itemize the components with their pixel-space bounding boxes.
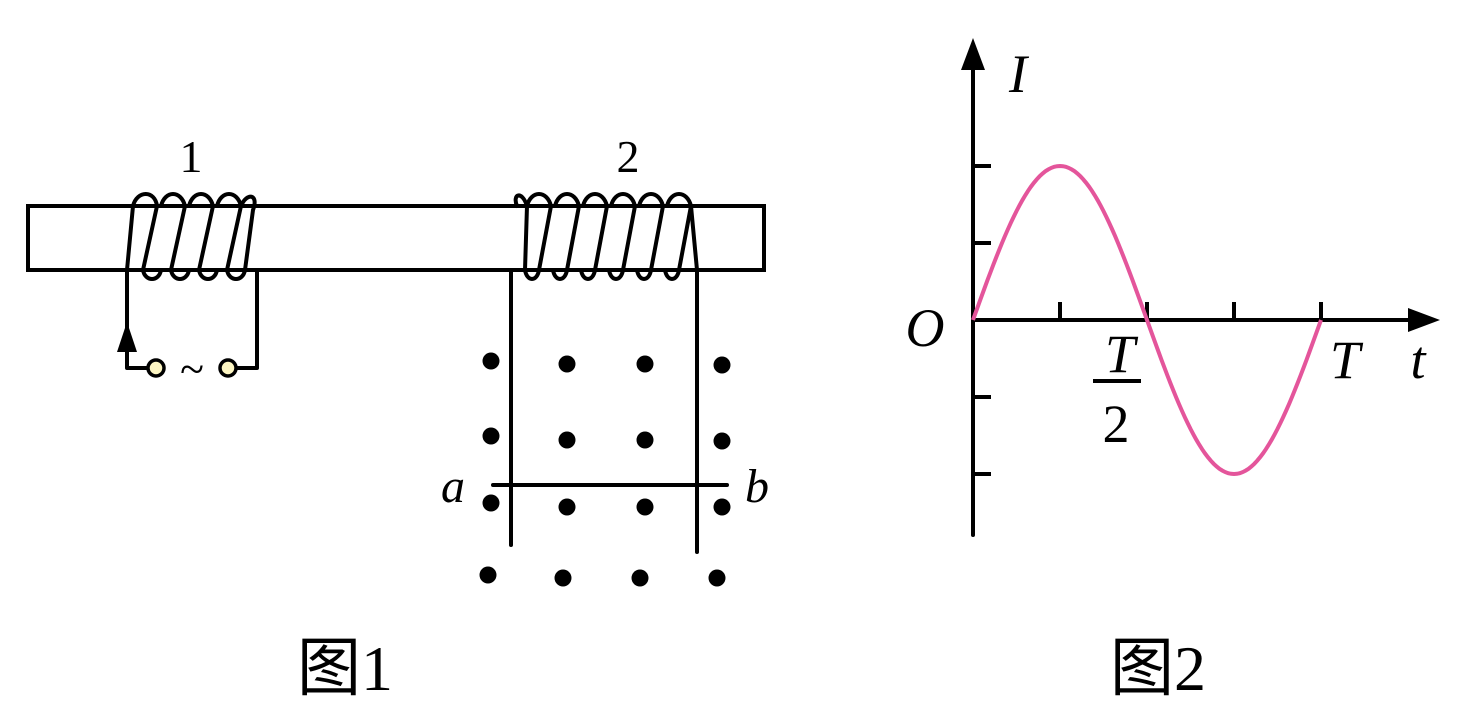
field-dot bbox=[636, 431, 654, 449]
magnetic-field-dots bbox=[479, 352, 731, 587]
half-period-denominator: 2 bbox=[1103, 394, 1130, 454]
field-dot bbox=[631, 569, 649, 587]
field-dot bbox=[482, 494, 500, 512]
figure-1-caption: 图1 bbox=[297, 633, 393, 704]
figure-2-caption: 图2 bbox=[1110, 633, 1206, 704]
coil-1 bbox=[125, 192, 257, 281]
field-dot bbox=[482, 352, 500, 370]
field-dot bbox=[558, 431, 576, 449]
ac-terminal-right bbox=[218, 358, 238, 378]
x-tick-label-half-period: T 2 bbox=[1093, 324, 1141, 454]
field-dot bbox=[708, 569, 726, 587]
y-axis-ticks bbox=[973, 164, 991, 476]
rod-end-a-label: a bbox=[441, 460, 465, 513]
field-dot bbox=[554, 569, 572, 587]
ac-terminal-left bbox=[146, 358, 166, 378]
x-axis-label: t bbox=[1410, 330, 1427, 390]
current-direction-arrow-icon bbox=[117, 322, 137, 352]
x-axis-arrow-icon bbox=[1408, 308, 1440, 332]
y-axis-arrow-icon bbox=[961, 38, 985, 70]
field-dot bbox=[713, 498, 731, 516]
half-period-numerator: T bbox=[1105, 324, 1139, 384]
field-dot bbox=[713, 356, 731, 374]
y-axis-label: I bbox=[1008, 44, 1030, 104]
coil-2 bbox=[513, 192, 699, 281]
current-sine-curve bbox=[971, 163, 1323, 477]
x-tick-label-period: T bbox=[1330, 330, 1364, 390]
ac-source-symbol: ~ bbox=[180, 345, 204, 394]
figure-1: ~ 1 2 a b bbox=[26, 131, 769, 704]
coil-2-label: 2 bbox=[617, 131, 640, 182]
field-dot bbox=[713, 432, 731, 450]
field-dot bbox=[558, 498, 576, 516]
origin-label: O bbox=[906, 298, 945, 358]
coil-1-label: 1 bbox=[180, 131, 203, 182]
x-axis-ticks bbox=[1058, 302, 1323, 320]
field-dot bbox=[636, 355, 654, 373]
field-dot bbox=[482, 427, 500, 445]
figure-2-chart: I t O T 2 T 图2 bbox=[906, 38, 1440, 704]
field-dot bbox=[479, 566, 497, 584]
coil-1-circuit: ~ bbox=[117, 268, 259, 394]
rod-end-b-label: b bbox=[745, 460, 769, 513]
field-dot bbox=[636, 498, 654, 516]
field-dot bbox=[558, 355, 576, 373]
